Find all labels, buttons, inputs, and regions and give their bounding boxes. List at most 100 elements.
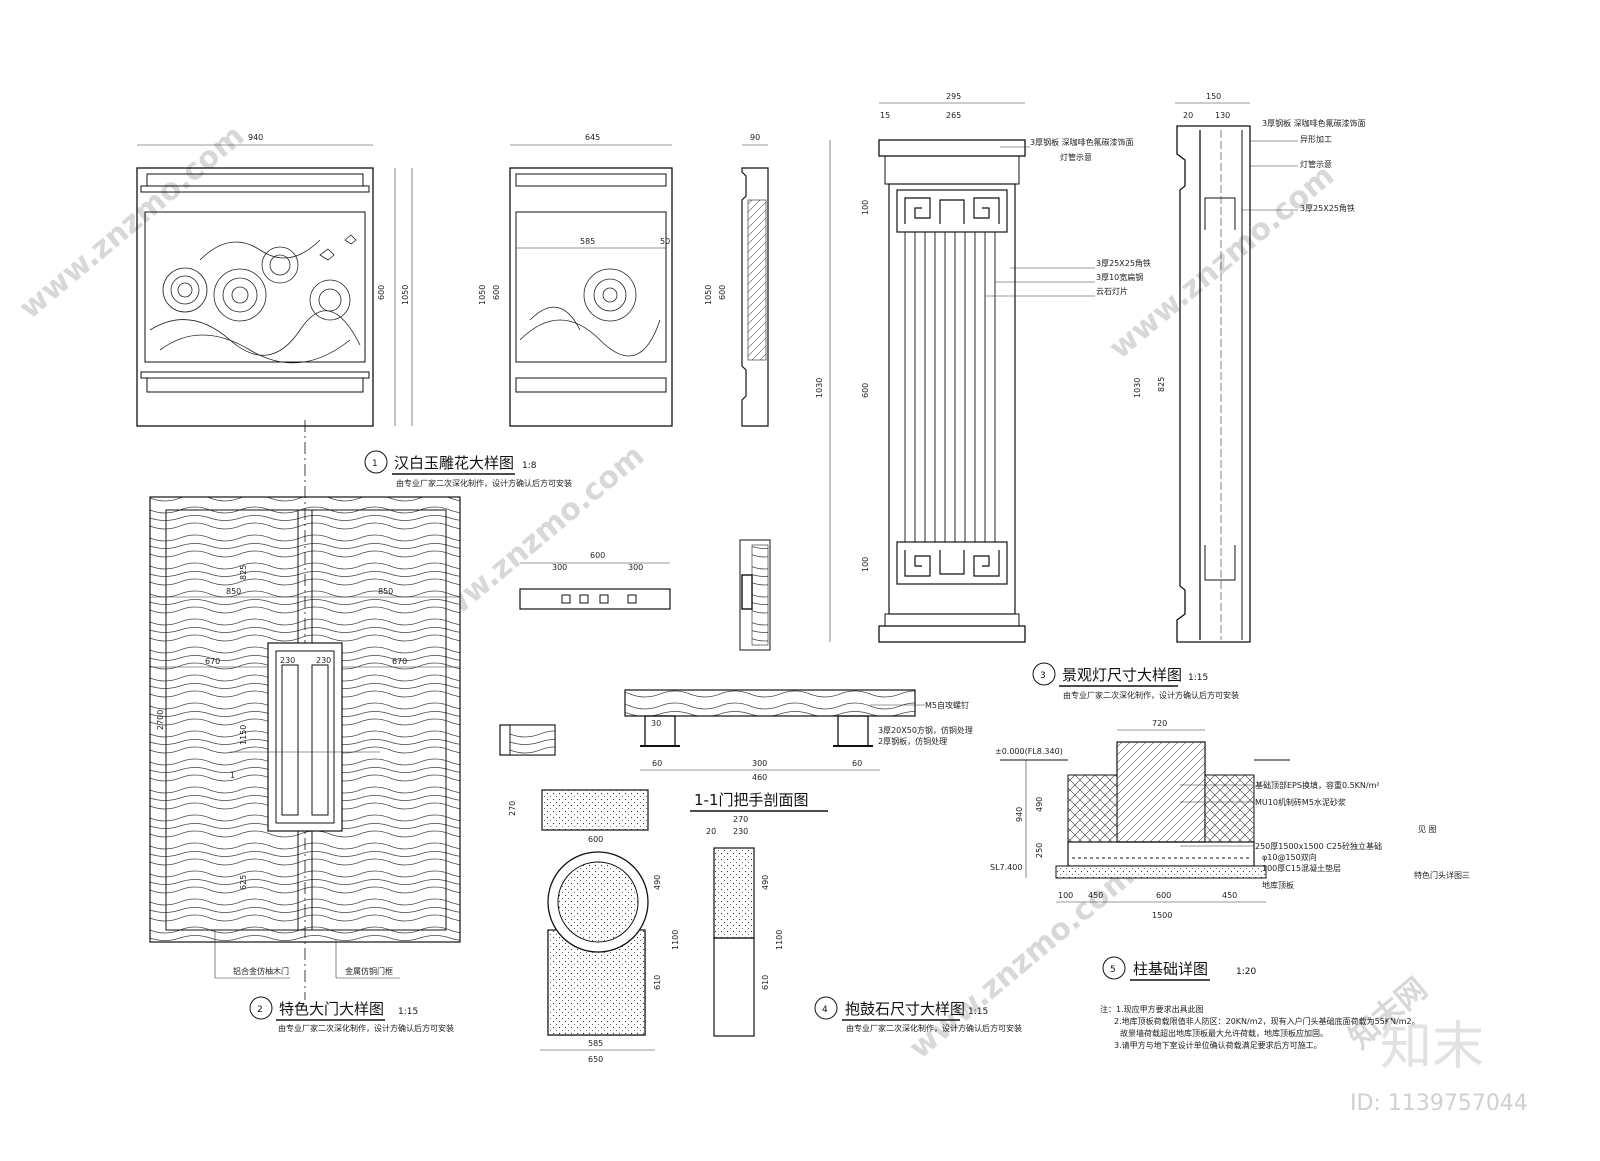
dim-label: 610 — [761, 975, 770, 990]
title-note: 由专业厂家二次深化制作，设计方确认后方可安装 — [846, 1023, 1022, 1033]
dim-label: 100 — [1058, 891, 1073, 900]
dim-label: 850 — [226, 587, 241, 596]
dim-label: 50 — [660, 237, 670, 246]
carving-half-elevation: 645 585 50 1050 600 — [478, 133, 673, 427]
callout: 250厚1500x1500 C25砼独立基础 — [1255, 841, 1382, 851]
dim-label: 1100 — [671, 930, 680, 950]
callout: 灯管示意 — [1060, 152, 1092, 162]
callout: 金属仿铜门框 — [345, 966, 393, 976]
callout: 2厚钢板，仿铜处理 — [878, 736, 947, 746]
dim-label: 1500 — [1152, 911, 1172, 920]
title-number: 2 — [257, 1005, 263, 1015]
general-notes: 注：1.现应甲方要求出具此图 2.地库顶板荷载限值非人防区：20KN/m2，现有… — [1100, 1004, 1420, 1050]
callout: 异形加工 — [1300, 134, 1332, 144]
dim-label: 270 — [508, 801, 517, 816]
dim-label: 600 — [1156, 891, 1171, 900]
sheet-ref: 见 图 — [1418, 825, 1437, 834]
callout: M5自攻螺钉 — [925, 700, 969, 710]
callout: 地库顶板 — [1262, 880, 1294, 890]
dim-label: 60 — [652, 759, 662, 768]
callout: MU10机制砖M5水泥砂浆 — [1255, 797, 1346, 807]
title-number: 3 — [1040, 671, 1046, 681]
dim-label: 940 — [1015, 807, 1024, 822]
level-label: SL7.400 — [990, 863, 1022, 872]
dim-label: 670 — [205, 657, 220, 666]
dim-label: 600 — [588, 835, 603, 844]
fret-pattern-bottom — [896, 541, 1008, 585]
lamp-side: 150 20 130 1030 825 3厚钢板 深咖啡色氟碳漆饰面 异形加工 … — [1133, 92, 1366, 643]
dim-label: 230 — [280, 656, 295, 665]
title-number: 1 — [372, 459, 378, 469]
title-2: 2 特色大门大样图 1:15 由专业厂家二次深化制作，设计方确认后方可安装 — [249, 996, 454, 1033]
title-scale: 1:20 — [1236, 967, 1256, 977]
dim-label: 490 — [761, 875, 770, 890]
callout: 3厚25X25角铁 — [1300, 203, 1355, 213]
dim-label: 90 — [750, 133, 760, 142]
level-label: ±0.000(FL8.340) — [995, 747, 1063, 756]
title-scale: 1:15 — [1188, 673, 1208, 683]
dim-label: 600 — [718, 285, 727, 300]
dim-label: 610 — [653, 975, 662, 990]
sheet-name: 特色门头详图三 — [1414, 870, 1470, 880]
title-1: 1 汉白玉雕花大样图 1:8 由专业厂家二次深化制作，设计方确认后方可安装 — [364, 450, 572, 488]
title-text: 特色大门大样图 — [279, 1000, 384, 1018]
dim-label: 15 — [880, 111, 890, 120]
dim-label: 825 — [1157, 377, 1166, 392]
dim-label: 1 — [230, 771, 235, 780]
brand-logo: 知末 — [1380, 1017, 1484, 1077]
handle-section: 300 60 60 460 30 M5自攻螺钉 3厚20X50方钢，仿铜处理 2… — [499, 689, 973, 812]
peony-carving — [519, 268, 661, 357]
note-line: 注：1.现应甲方要求出具此图 — [1100, 1004, 1204, 1014]
callout: 灯管示意 — [1300, 159, 1332, 169]
dim-label: 1030 — [815, 378, 824, 398]
gate-elevation: 850 850 670 670 825 2700 1150 625 230 23… — [149, 420, 461, 1000]
callout: 100厚C15混凝土垫层 — [1262, 863, 1341, 873]
dim-label: 645 — [585, 133, 600, 142]
dim-label: 600 — [590, 551, 605, 560]
watermark-text: www.znzmo.com — [13, 118, 251, 326]
callout: 3厚25X25角铁 — [1096, 258, 1151, 268]
dim-label: 600 — [377, 285, 386, 300]
title-text: 抱鼓石尺寸大样图 — [845, 1000, 965, 1018]
dim-label: 100 — [861, 557, 870, 572]
callout: 基础顶部EPS换填，容重0.5KN/m² — [1255, 780, 1380, 790]
dim-label: 300 — [552, 563, 567, 572]
title-scale: 1:15 — [398, 1007, 418, 1017]
dim-label: 940 — [248, 133, 263, 142]
fret-side — [1204, 197, 1236, 581]
dim-label: 600 — [861, 383, 870, 398]
callout: 云石灯片 — [1096, 286, 1128, 296]
peony-carving — [149, 234, 361, 364]
title-text: 景观灯尺寸大样图 — [1062, 666, 1182, 684]
dim-label: 600 — [492, 285, 501, 300]
dim-label: 1050 — [478, 285, 487, 305]
drum-stone: 270 600 585 650 490 1100 610 270 230 20 … — [508, 789, 784, 1064]
title-note: 由专业厂家二次深化制作，设计方确认后方可安装 — [396, 478, 572, 488]
dim-label: 585 — [588, 1039, 603, 1048]
dim-label: 100 — [861, 200, 870, 215]
dim-label: 585 — [580, 237, 595, 246]
title-text: 汉白玉雕花大样图 — [394, 454, 514, 472]
dim-label: 300 — [628, 563, 643, 572]
title-number: 5 — [1110, 965, 1116, 975]
callout: 3厚10宽扁钢 — [1096, 272, 1143, 282]
title-4: 4 抱鼓石尺寸大样图 1:15 由专业厂家二次深化制作，设计方确认后方可安装 — [814, 996, 1022, 1033]
callout: φ10@150双向 — [1262, 852, 1317, 862]
dim-label: 1030 — [1133, 378, 1142, 398]
dim-label: 30 — [651, 719, 661, 728]
dim-label: 20 — [1183, 111, 1193, 120]
foundation-detail: 720 ±0.000(FL8.340) SL7.400 940 490 250 … — [990, 719, 1470, 920]
lamp-elevation: 295 265 15 1030 600 100 1 — [815, 92, 1151, 643]
dim-label: 1050 — [401, 285, 410, 305]
section-title: 1-1门把手剖面图 — [694, 791, 809, 809]
title-scale: 1:8 — [522, 461, 537, 471]
dim-label: 295 — [946, 92, 961, 101]
note-line: 2.地库顶板荷载限值非人防区：20KN/m2，现有入户门头基础底面荷载为55KN… — [1114, 1016, 1420, 1026]
image-id: ID: 1139757044 — [1350, 1091, 1528, 1116]
dim-label: 150 — [1206, 92, 1221, 101]
dim-label: 625 — [239, 875, 248, 890]
dim-label: 130 — [1215, 111, 1230, 120]
note-line: 故景墙荷载超出地库顶板最大允许荷载，地库顶板应加固。 — [1120, 1028, 1328, 1038]
dim-label: 490 — [653, 875, 662, 890]
